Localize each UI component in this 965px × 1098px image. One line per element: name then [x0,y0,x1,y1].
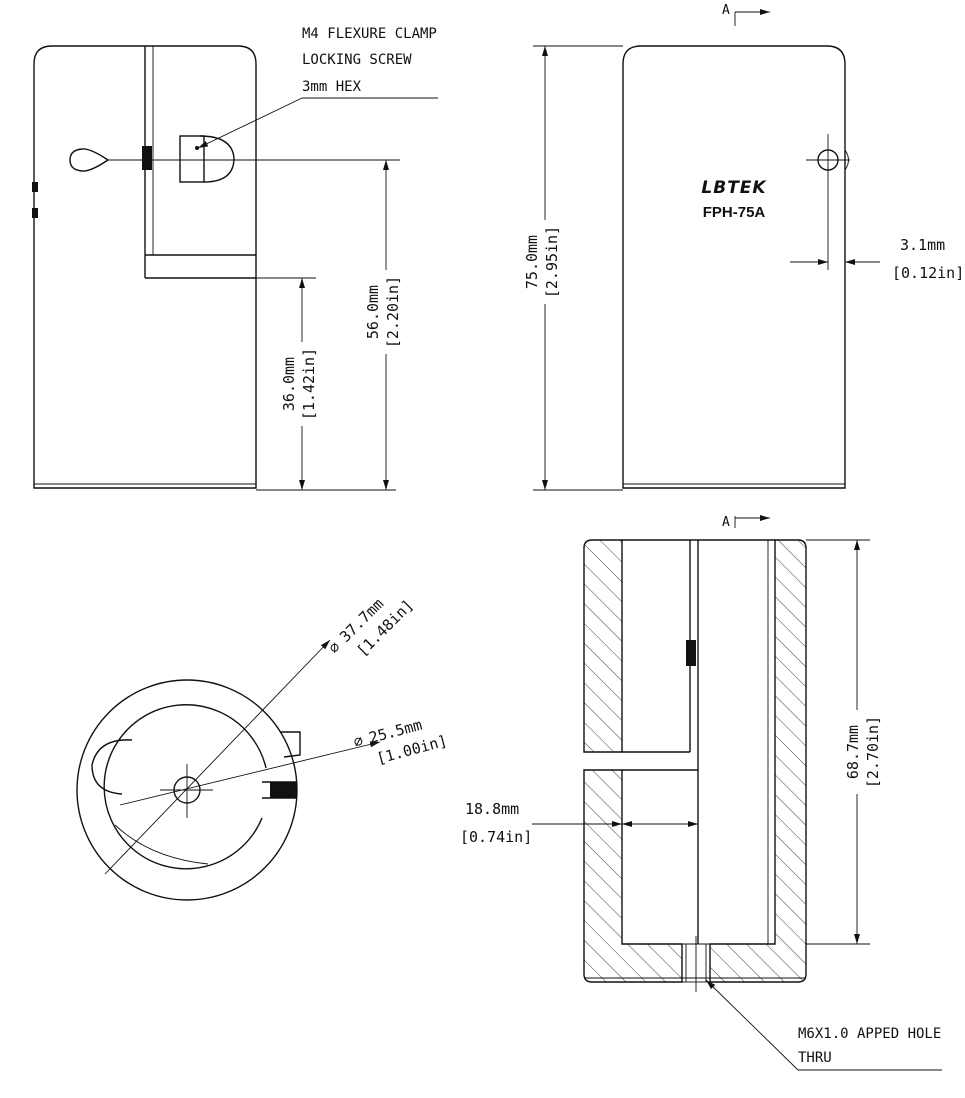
svg-text:A: A [722,3,730,18]
section-hatch-left-upper [583,539,623,753]
dim-37-7-symbol: ⌀ [325,638,344,657]
dim-36-in: [1.42in] [300,348,318,420]
screw-callout-line3: 3mm HEX [302,79,362,95]
svg-text:A: A [722,515,730,530]
dim-56-mm: 56.0mm [364,285,382,339]
inner-bore [103,704,267,870]
front-view-right: 75.0mm [2.95in] 3.1mm [0.12in] LBTEK FPH… [521,3,964,491]
tapped-callout-line2: THRU [798,1050,832,1066]
dim-3-1-in: [0.12in] [892,264,964,282]
dim-3-1-mm: 3.1mm [900,236,945,254]
dim-75-mm: 75.0mm [523,235,541,289]
dim-18-8-mm: 18.8mm [465,800,519,818]
side-view-outline [33,45,257,489]
dim-68-7-in: [2.70in] [864,716,882,788]
dim-36-mm: 36.0mm [280,357,298,411]
hex-screw-icon [179,135,235,183]
section-hatch-right [709,539,807,983]
dim-75-in: [2.95in] [543,226,561,298]
tapped-callout-line1: M6X1.0 APPED HOLE [798,1026,941,1042]
model-label: FPH-75A [703,204,766,221]
section-view-a-a: 68.7mm [2.70in] 18.8mm [0.74in] A M6X1.0… [460,515,942,1071]
side-view-left: 36.0mm [1.42in] 56.0mm [2.20in] M4 FLEXU… [32,26,438,491]
front-view-outline [622,45,846,489]
screw-callout-line1: M4 FLEXURE CLAMP [302,26,437,42]
screw-callout-line2: LOCKING SCREW [302,52,412,68]
dim-25-5-symbol: ⌀ [352,731,365,751]
section-mark-bottom: A [722,515,770,530]
dim-18-8-in: [0.74in] [460,828,532,846]
brand-logo: LBTEK [701,178,767,198]
dim-56-in: [2.20in] [384,276,402,348]
keyhole-icon [69,148,110,172]
dim-68-7-mm: 68.7mm [844,725,862,779]
section-hatch-left-lower [583,769,683,983]
section-mark-top: A [722,3,770,26]
top-view-circle: ⌀ 37.7mm [1.48in] ⌀ 25.5mm [1.00in] [76,595,449,901]
